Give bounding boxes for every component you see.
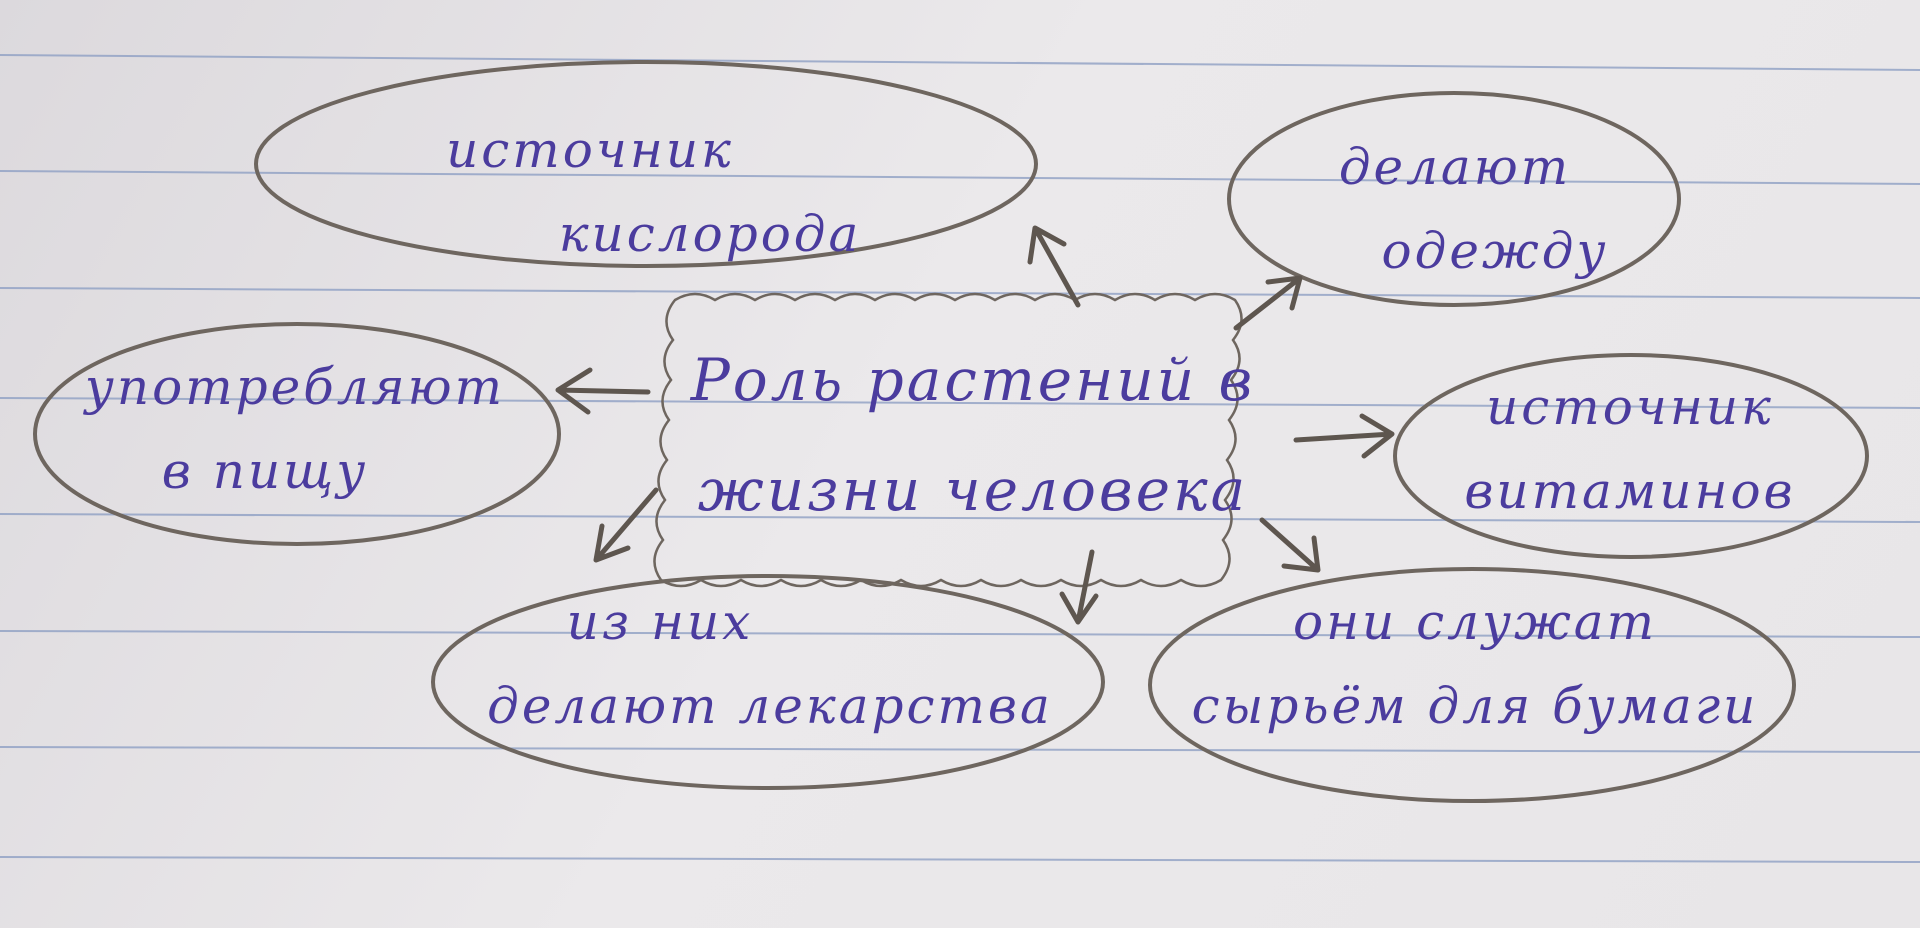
center-wavy-cloud (653, 292, 1243, 588)
node-text: из них (566, 593, 754, 651)
node-oval-clothes (1227, 91, 1681, 307)
arrows (555, 225, 1395, 625)
node-text: они служат (1292, 593, 1658, 651)
node-clothes: делают одежду (1250, 125, 1660, 293)
arrow-to-medicine-left (593, 487, 659, 563)
node-text: делают лекарства (487, 677, 1053, 735)
node-oval-vitamins (1393, 353, 1869, 559)
node-text: одежду (1381, 222, 1609, 280)
center-topic: Роль растений в жизни человека (668, 325, 1278, 545)
node-text: сырьём для бумаги (1191, 677, 1759, 735)
node-oval-paper (1148, 567, 1796, 803)
arrow-to-oxygen (1027, 225, 1081, 308)
node-text: витаминов (1464, 462, 1796, 520)
center-topic-line1: Роль растений в (690, 346, 1256, 414)
node-oval-medicine (431, 574, 1105, 790)
node-text: источник (446, 121, 734, 179)
arrow-to-medicine-right (1059, 549, 1099, 625)
arrow-to-clothes (1233, 275, 1303, 331)
node-text: употребляют (84, 358, 506, 416)
node-oval-food (33, 322, 561, 546)
node-text: делают (1338, 138, 1572, 196)
node-medicine: из них делают лекарства (460, 580, 1080, 748)
ruled-lines (0, 54, 1920, 863)
node-vitamins: источник витаминов (1415, 365, 1845, 533)
node-text: источник (1486, 378, 1774, 436)
node-paper: они служат сырьём для бумаги (1170, 580, 1780, 748)
node-food: употребляют в пищу (55, 345, 535, 513)
node-oxygen: источник кислорода (300, 108, 1000, 276)
arrow-to-paper (1259, 517, 1321, 573)
arrow-to-vitamins (1293, 413, 1395, 459)
arrow-to-food (555, 367, 651, 415)
node-text: в пищу (161, 442, 369, 500)
node-oval-oxygen (254, 60, 1038, 268)
node-text: кислорода (558, 205, 862, 263)
center-topic-line2: жизни человека (697, 456, 1249, 524)
